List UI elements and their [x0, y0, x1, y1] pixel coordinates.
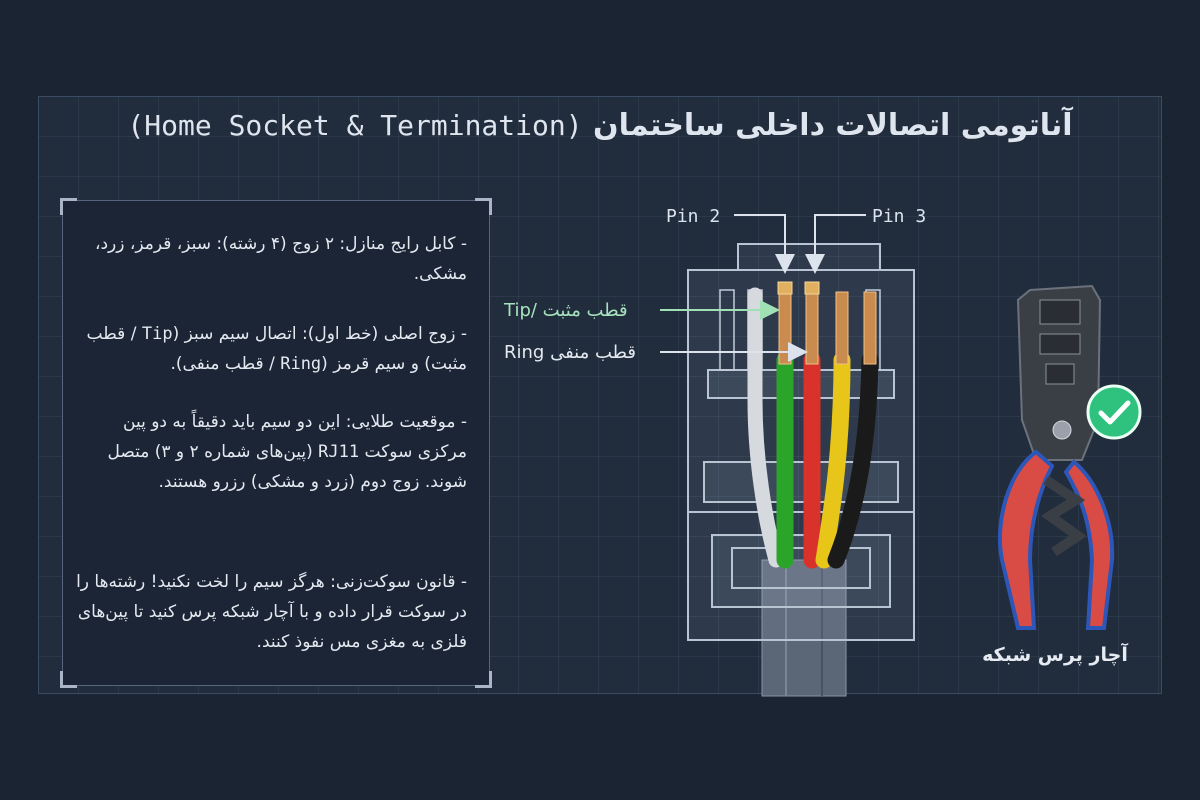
crimper-die: [1039, 333, 1081, 355]
note-text: / قطب مثبت) و سیم قرمز (: [86, 324, 467, 374]
note-lead: - کابل رایج منازل: ۲ زوج (۴ رشته): سبز، …: [129, 234, 467, 254]
note-crimping-rule: - قانون سوکت‌زنی: هرگز سیم را لخت نکنید!…: [75, 567, 467, 657]
copper-core: [835, 291, 849, 365]
notes-box: - کابل رایج منازل: ۲ زوج (۴ رشته): سبز، …: [60, 198, 492, 688]
crimping-tool-icon: [997, 284, 1115, 630]
pin3-label: Pin 3: [872, 206, 926, 227]
note-term-rj11: RJ11: [318, 442, 360, 462]
crimper-die: [1045, 363, 1075, 385]
wire-yellow: [815, 351, 851, 569]
crimper-handle-left: [997, 449, 1055, 630]
note-golden-position: - موقعیت طلایی: این دو سیم باید دقیقاً ب…: [75, 407, 467, 497]
plug-top: [737, 243, 881, 271]
pin-contact: [777, 281, 793, 295]
note-text: زرد، مشکی.: [95, 234, 467, 284]
wire-black: [827, 351, 879, 569]
pin-contact: [804, 281, 820, 295]
copper-cores: [778, 291, 877, 365]
check-icon: [1086, 384, 1142, 440]
ring-label: Ring قطب منفی: [504, 342, 636, 363]
wire-white: [747, 287, 784, 568]
pin2-label: Pin 2: [666, 206, 720, 227]
note-text: / قطب منفی).: [170, 354, 281, 374]
note-text: (پین‌های شماره ۲ و ۳) متصل شوند. زوج دوم…: [107, 442, 467, 492]
plug-latch: [711, 534, 891, 608]
corner-bracket: [475, 671, 492, 688]
note-lead: - قانون سوکت‌زنی: هرگز سیم را لخت نکنید!: [150, 572, 467, 592]
check-badge: [1086, 384, 1142, 440]
note-lead: - موقعیت طلایی: این دو سیم باید دقیقاً ب…: [123, 412, 467, 462]
cable-jacket: [761, 559, 847, 697]
crimper-spring: [1040, 475, 1087, 557]
copper-core: [805, 291, 819, 365]
pin2-leader: [734, 214, 795, 274]
plug-latch-inner: [731, 547, 871, 589]
copper-core: [863, 291, 877, 365]
page-title: آناتومی اتصالات داخلی ساختمان (Home Sock…: [38, 108, 1162, 143]
note-text: رشته‌ها را در سوکت قرار داده و با آچار ش…: [76, 572, 467, 652]
note-main-pair: - زوج اصلی (خط اول): اتصال سیم سبز (Tip …: [75, 319, 467, 379]
check-mark: [1098, 400, 1131, 425]
note-cable-type: - کابل رایج منازل: ۲ زوج (۴ رشته): سبز، …: [75, 229, 467, 289]
pin3-leader: [805, 214, 866, 274]
corner-bracket: [475, 198, 492, 215]
note-lead: - زوج اصلی (خط اول): اتصال سیم سبز (: [172, 324, 467, 344]
note-term-ring: Ring: [280, 354, 322, 374]
corner-bracket: [60, 671, 77, 688]
corner-bracket: [60, 198, 77, 215]
crimper-label: آچار پرس شبکه: [982, 644, 1128, 666]
note-term-tip: Tip: [141, 324, 173, 344]
tip-label: Tip/ قطب مثبت: [503, 300, 628, 321]
crimper-pivot: [1052, 420, 1072, 440]
gold-pins: [777, 281, 820, 295]
slot: [719, 289, 735, 371]
crimper-die: [1039, 299, 1081, 325]
title-sub: (Home Socket & Termination): [127, 109, 583, 142]
copper-core: [778, 291, 792, 365]
wires: [747, 287, 879, 569]
crimper-handle-right: [1063, 459, 1115, 630]
title-main: آناتومی اتصالات داخلی ساختمان: [593, 108, 1073, 143]
